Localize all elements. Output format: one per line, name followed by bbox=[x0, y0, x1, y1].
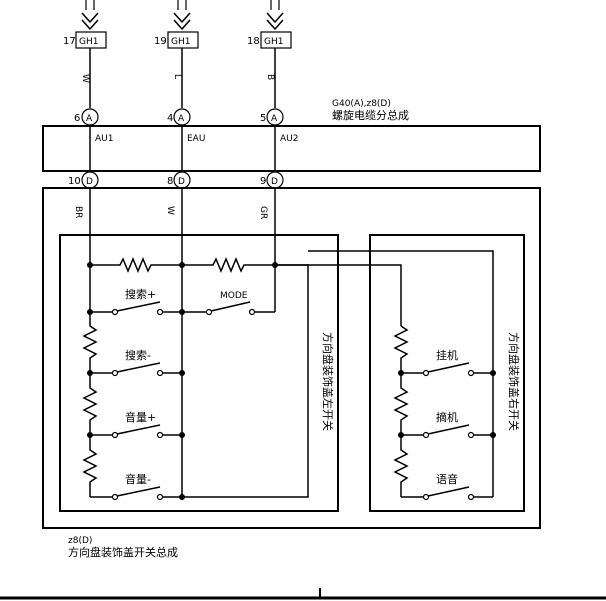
right-switch-hang-up: 挂机 bbox=[398, 348, 496, 377]
connector-pin-number: 19 bbox=[154, 36, 167, 47]
switch-assembly-box bbox=[42, 187, 541, 529]
spiral-cable-assembly: G40(A),z8(D) 螺旋电缆分总成 A 6 A 4 A 5 AU1 EAU… bbox=[42, 99, 541, 189]
cable-assembly-name: 螺旋电缆分总成 bbox=[332, 108, 409, 122]
connector-label: GH1 bbox=[264, 37, 283, 47]
terminal-pin-number: 8 bbox=[167, 176, 173, 187]
left-switch-mode: MODE bbox=[182, 291, 275, 316]
terminal-pin-number: 9 bbox=[260, 176, 266, 187]
right-switch-title: 方向盘装饰盖右开关 bbox=[507, 332, 521, 431]
chevron-down-icon bbox=[81, 12, 99, 31]
wire-color-label: W bbox=[80, 74, 90, 83]
cable-assembly-code: G40(A),z8(D) bbox=[332, 99, 391, 109]
button-label: 语音 bbox=[436, 472, 458, 486]
wire-stub-icon bbox=[270, 0, 280, 10]
wire-stub-icon bbox=[85, 0, 95, 10]
terminal-letter: D bbox=[178, 177, 185, 187]
wire-stub-icon bbox=[177, 0, 187, 10]
terminal-pin-number: 5 bbox=[260, 113, 266, 124]
terminal-pin-number: 6 bbox=[74, 113, 80, 124]
wire-color-label: GR bbox=[258, 206, 268, 219]
connector-label: GH1 bbox=[79, 37, 98, 47]
left-switch-box bbox=[59, 234, 339, 512]
switch-assembly-code: z8(D) bbox=[68, 536, 92, 546]
cable-assembly-box bbox=[42, 125, 541, 172]
button-label: 搜索- bbox=[125, 348, 151, 362]
left-switch-volume-plus: 音量+ bbox=[87, 410, 185, 439]
right-switch-box bbox=[369, 234, 525, 512]
terminal-pin-number: 4 bbox=[167, 113, 173, 124]
terminal-pin-number: 10 bbox=[68, 176, 81, 187]
connector-box bbox=[260, 31, 292, 49]
top-connector-group: 17 GH1 19 GH1 18 GH1 bbox=[63, 0, 292, 49]
wire-color-label: L bbox=[172, 74, 182, 79]
terminal-letter: A bbox=[86, 114, 93, 124]
left-switch-volume-minus: 音量- bbox=[90, 472, 185, 501]
button-label: 搜索+ bbox=[125, 287, 156, 301]
wire-color-label: B bbox=[265, 74, 275, 80]
terminal-letter: D bbox=[86, 177, 93, 187]
connector-label: GH1 bbox=[171, 37, 190, 47]
upper-wires: W L B bbox=[80, 48, 276, 108]
terminal-letter: D bbox=[271, 177, 278, 187]
connector-pin-number: 18 bbox=[247, 36, 260, 47]
left-switch-search-plus: 搜索+ bbox=[87, 287, 185, 316]
terminal-letter: A bbox=[271, 114, 278, 124]
left-switch-search-minus: 搜索- bbox=[87, 348, 185, 377]
right-switch-pick-up: 摘机 bbox=[398, 410, 496, 439]
switch-assembly-name: 方向盘装饰盖开关总成 bbox=[68, 545, 178, 559]
connector-box bbox=[75, 31, 107, 49]
button-label: 摘机 bbox=[436, 410, 458, 424]
signal-label: AU1 bbox=[95, 134, 113, 144]
right-switch-voice: 语音 bbox=[401, 472, 493, 501]
connector-box bbox=[167, 31, 199, 49]
button-label: 音量+ bbox=[125, 410, 156, 424]
chevron-down-icon bbox=[266, 12, 284, 31]
button-label: 音量- bbox=[125, 472, 151, 486]
signal-label: EAU bbox=[187, 134, 205, 144]
switch-assembly: BR W GR 方向盘装饰盖左开关 搜索+ bbox=[42, 187, 541, 529]
button-label: MODE bbox=[220, 291, 248, 301]
button-label: 挂机 bbox=[436, 348, 458, 362]
signal-label: AU2 bbox=[280, 134, 298, 144]
chevron-down-icon bbox=[173, 12, 191, 31]
left-switch-title: 方向盘装饰盖左开关 bbox=[321, 332, 335, 431]
terminal-letter: A bbox=[178, 114, 185, 124]
wire-color-label: W bbox=[165, 206, 175, 215]
connector-pin-number: 17 bbox=[63, 36, 76, 47]
wire-color-label: BR bbox=[73, 206, 83, 218]
